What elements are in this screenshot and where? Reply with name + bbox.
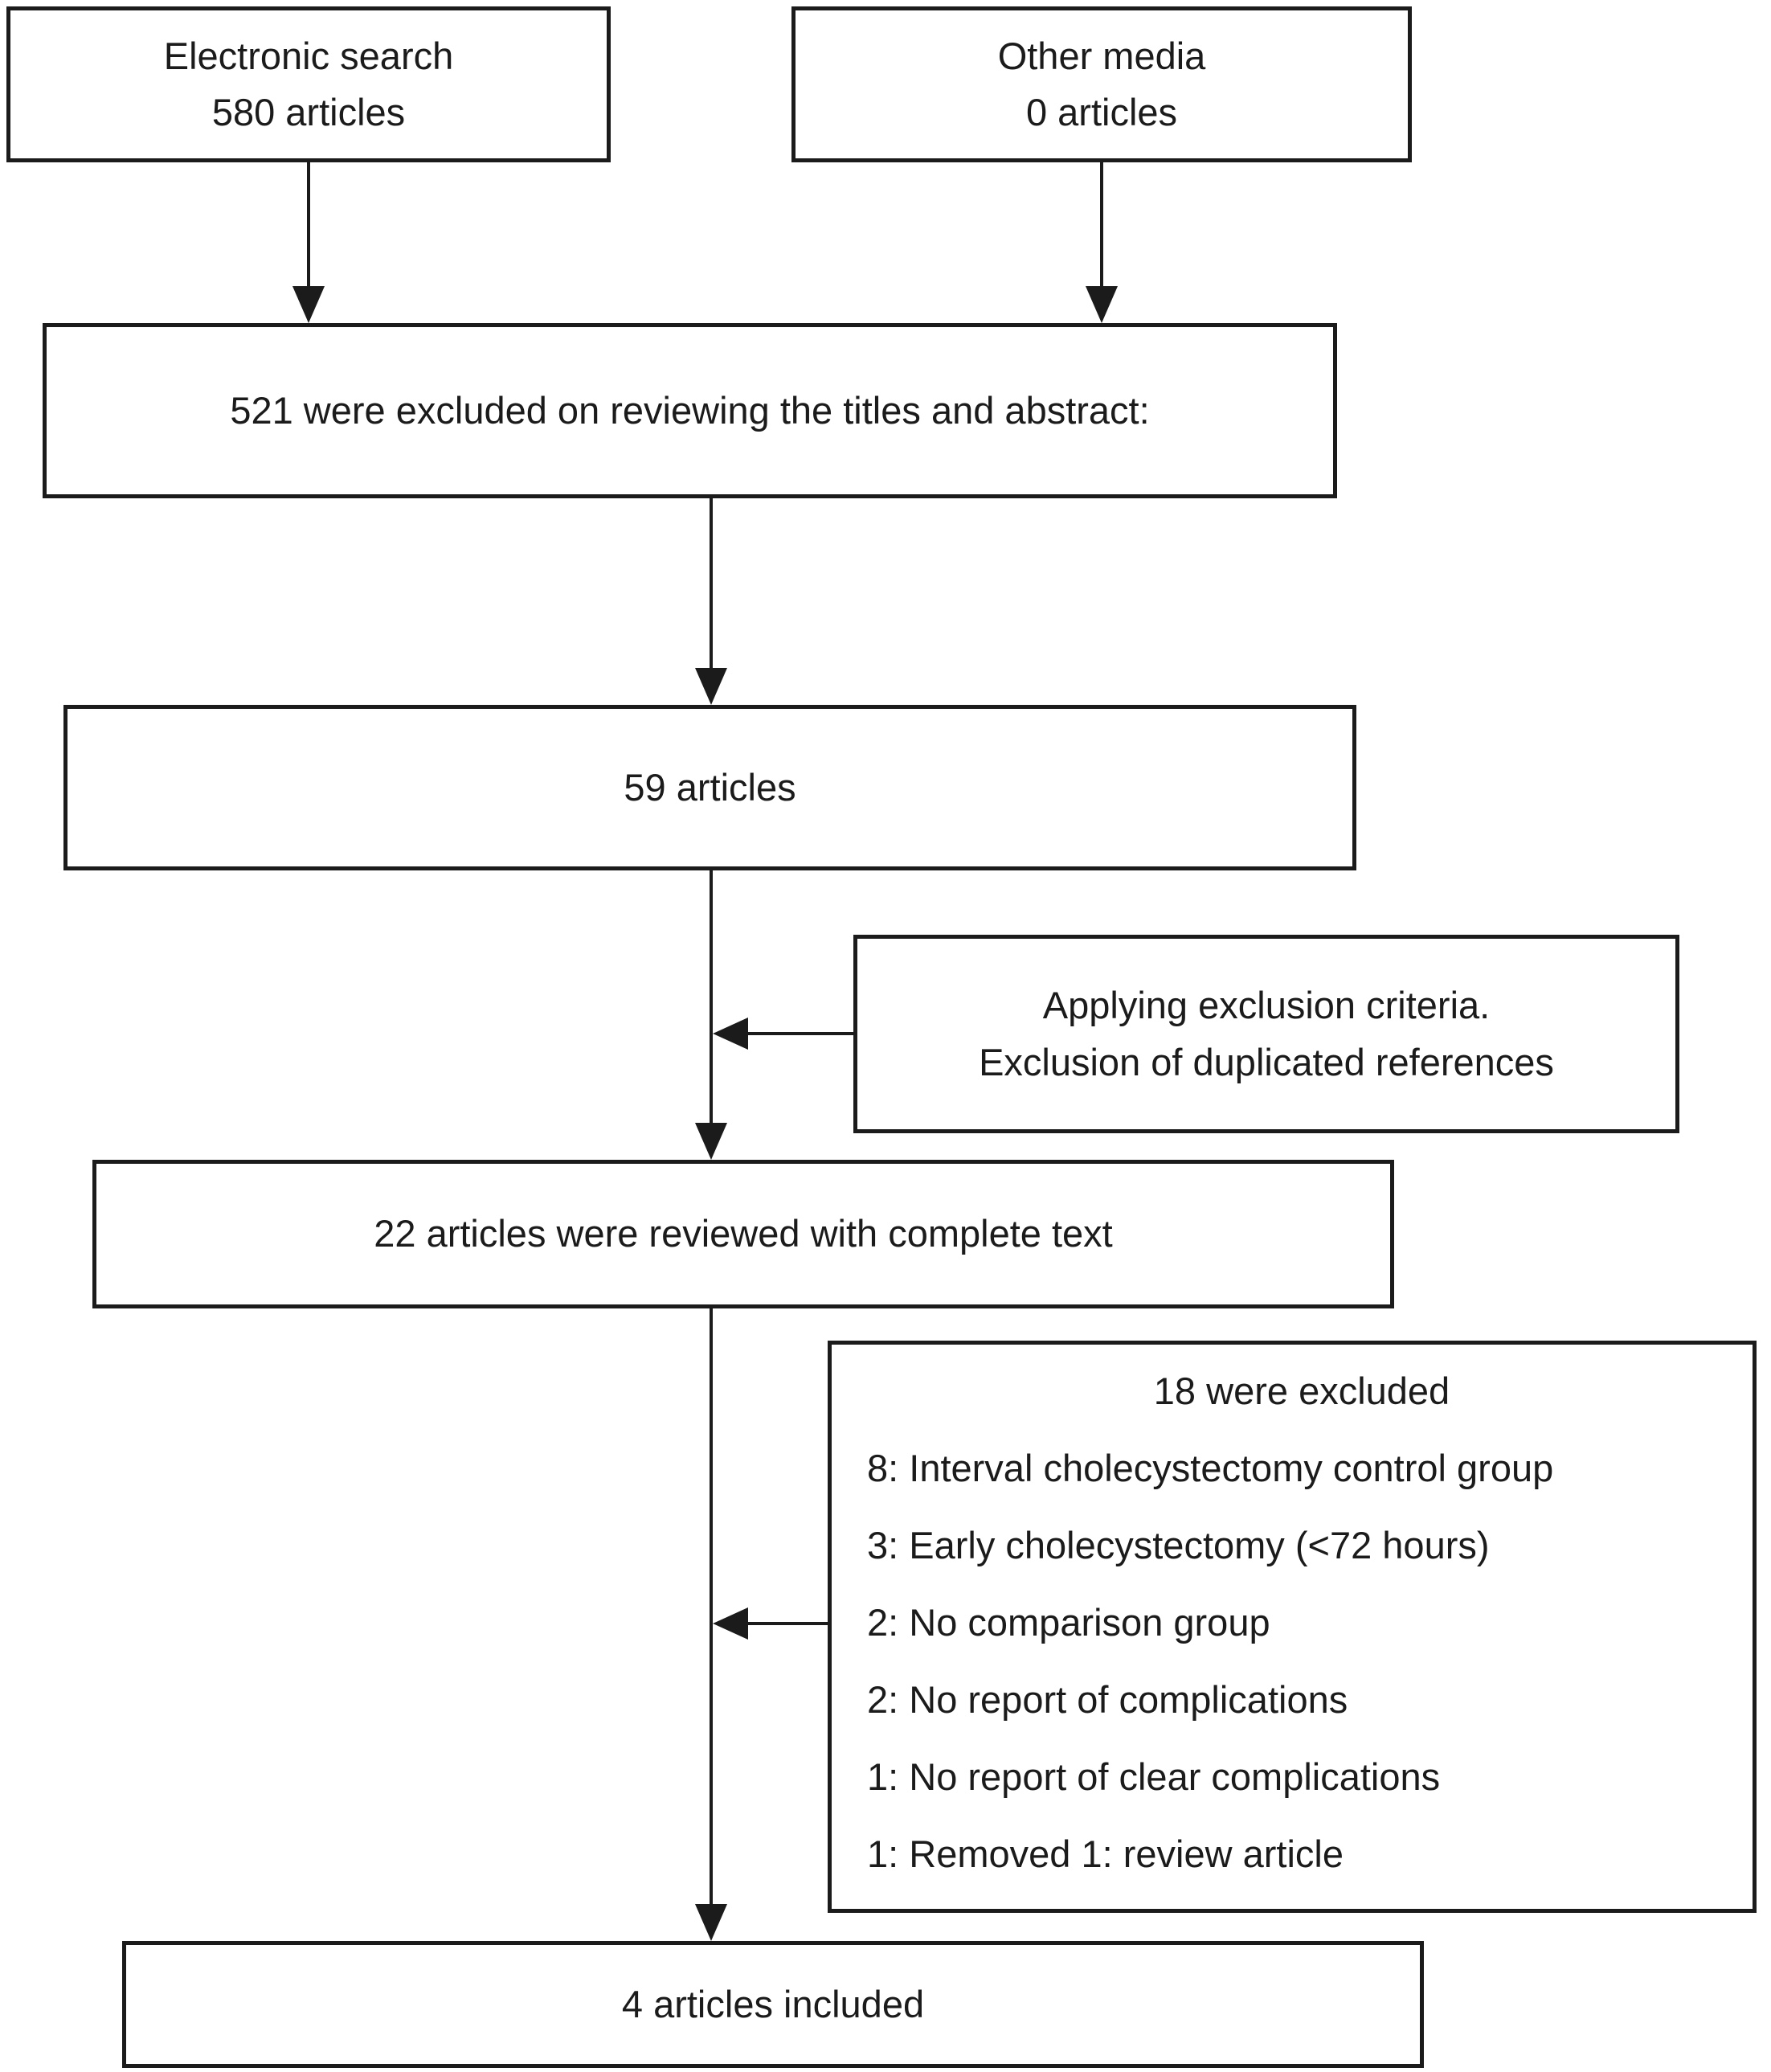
node-applying-exclusion-line1: Applying exclusion criteria.: [1042, 984, 1491, 1026]
connector-electronic-to-excluded521: [307, 162, 310, 286]
connector-othermedia-to-excluded521: [1100, 162, 1103, 286]
node-electronic-search-count: 580 articles: [211, 91, 406, 133]
connector-excluded521-to-59articles: [710, 498, 713, 668]
arrowhead-left-icon: [713, 1607, 748, 1640]
arrowhead-down-icon: [695, 1123, 727, 1160]
node-other-media-label: Other media: [997, 34, 1206, 77]
arrowhead-left-icon: [713, 1018, 748, 1050]
node-electronic-search: Electronic search 580 articles: [6, 6, 611, 162]
node-excluded-titles-abstract-text: 521 were excluded on reviewing the title…: [230, 388, 1150, 432]
node-electronic-search-label: Electronic search: [163, 34, 454, 77]
connector-59articles-to-22articles: [710, 870, 713, 1123]
excluded-reason-item: 3: Early cholecystectomy (<72 hours): [867, 1524, 1490, 1566]
excluded-reason-item: 2: No report of complications: [867, 1678, 1348, 1721]
excluded-reason-item: 8: Interval cholecystectomy control grou…: [867, 1447, 1554, 1489]
arrowhead-down-icon: [695, 1904, 727, 1941]
node-applying-exclusion-criteria: Applying exclusion criteria. Exclusion o…: [853, 935, 1679, 1133]
arrowhead-down-icon: [695, 668, 727, 705]
arrowhead-down-icon: [1086, 286, 1118, 323]
node-18-excluded: 18 were excluded 8: Interval cholecystec…: [828, 1341, 1757, 1913]
node-4-articles-included-text: 4 articles included: [621, 1982, 925, 2025]
node-4-articles-included: 4 articles included: [122, 1941, 1424, 2068]
node-18-excluded-title: 18 were excluded: [1153, 1370, 1450, 1412]
excluded-reason-item: 2: No comparison group: [867, 1601, 1270, 1644]
connector-18excluded-to-flow: [746, 1622, 828, 1625]
node-other-media: Other media 0 articles: [791, 6, 1412, 162]
node-excluded-titles-abstract: 521 were excluded on reviewing the title…: [43, 323, 1337, 498]
connector-applying-exclusion-to-flow: [746, 1032, 853, 1035]
excluded-reason-item: 1: No report of clear complications: [867, 1755, 1441, 1798]
node-applying-exclusion-line2: Exclusion of duplicated references: [979, 1040, 1554, 1083]
connector-22articles-to-included: [710, 1308, 713, 1904]
node-other-media-count: 0 articles: [1025, 91, 1178, 133]
node-59-articles-text: 59 articles: [624, 765, 796, 809]
node-22-articles-reviewed-text: 22 articles were reviewed with complete …: [374, 1212, 1113, 1255]
arrowhead-down-icon: [292, 286, 325, 323]
excluded-reason-item: 1: Removed 1: review article: [867, 1832, 1344, 1875]
node-59-articles: 59 articles: [63, 705, 1356, 870]
node-22-articles-reviewed: 22 articles were reviewed with complete …: [92, 1160, 1394, 1308]
